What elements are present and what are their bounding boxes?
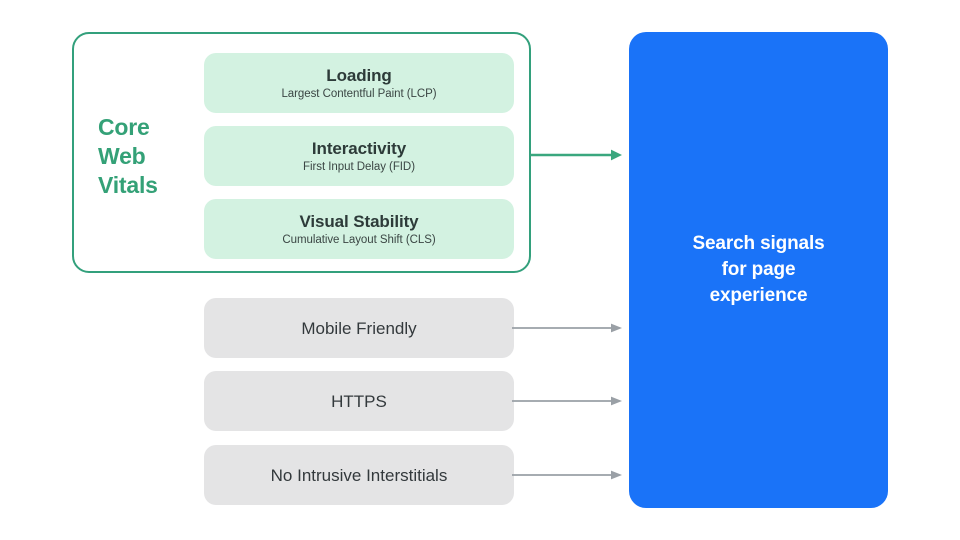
signal-card-title: No Intrusive Interstitials [270,465,448,485]
signal-card-mobile-friendly[interactable]: Mobile Friendly [204,298,514,358]
core-web-vitals-label: Core Web Vitals [98,113,188,200]
core-web-vitals-arrow-icon [530,149,622,161]
metric-card-loading[interactable]: Loading Largest Contentful Paint (LCP) [204,53,514,113]
search-signals-line-1: Search signals [692,233,825,254]
core-web-vitals-group [72,32,531,273]
metric-card-subtitle: Largest Contentful Paint (LCP) [281,87,437,100]
metric-card-interactivity[interactable]: Interactivity First Input Delay (FID) [204,126,514,186]
signal-card-no-intrusive-interstitials[interactable]: No Intrusive Interstitials [204,445,514,505]
search-signals-line-3: experience [709,285,808,306]
signal-card-title: Mobile Friendly [301,318,417,338]
search-signals-line-2: for page [721,259,796,280]
https-arrow-icon [512,396,622,406]
mobile-friendly-arrow-icon [512,323,622,333]
signal-card-title: HTTPS [331,391,387,411]
signal-card-https[interactable]: HTTPS [204,371,514,431]
search-signals-panel[interactable]: Search signals for page experience [629,32,888,508]
metric-card-subtitle: First Input Delay (FID) [303,160,415,173]
metric-card-title: Interactivity [311,138,407,158]
core-web-vitals-label-line-3: Vitals [98,172,158,198]
metric-card-title: Loading [326,65,392,85]
core-web-vitals-label-line-1: Core [98,114,150,140]
metric-card-subtitle: Cumulative Layout Shift (CLS) [282,233,436,246]
search-signals-panel-text: Search signals for page experience [670,231,846,309]
core-web-vitals-label-line-2: Web [98,143,146,169]
metric-card-title: Visual Stability [299,211,419,231]
no-intrusive-interstitials-arrow-icon [512,470,622,480]
metric-card-visual-stability[interactable]: Visual Stability Cumulative Layout Shift… [204,199,514,259]
